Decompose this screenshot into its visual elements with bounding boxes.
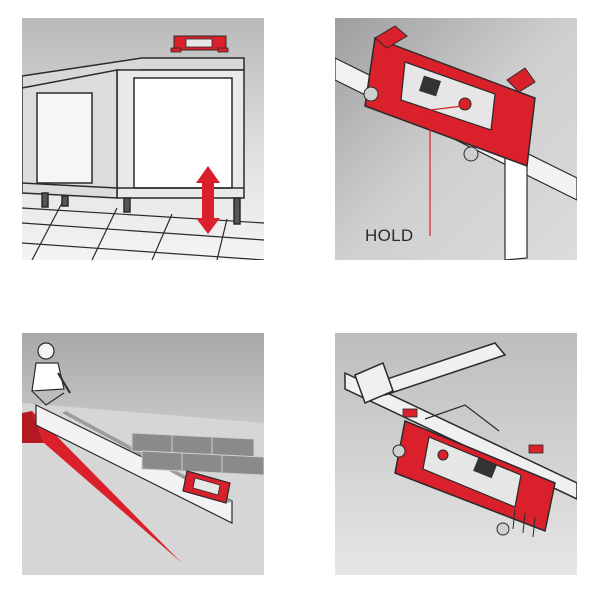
level-device xyxy=(363,25,536,168)
pipe-illustration xyxy=(335,333,577,575)
panel-floor-tiling xyxy=(22,333,264,575)
hold-button-icon xyxy=(458,97,472,111)
cabinet-frame xyxy=(22,57,245,225)
hold-label: HOLD xyxy=(365,226,414,245)
floor-grid xyxy=(22,202,264,260)
level-device xyxy=(392,404,556,538)
cabinet-illustration xyxy=(22,18,264,260)
tiles xyxy=(131,432,264,476)
clip-icon xyxy=(528,444,544,454)
level-device-small xyxy=(170,35,229,53)
tiling-illustration xyxy=(22,333,264,575)
height-adjust-arrow-icon xyxy=(196,166,220,234)
clip-icon xyxy=(402,408,418,418)
panel-cabinet-leveling xyxy=(22,18,264,260)
worker-figure xyxy=(31,342,71,406)
panel-pipe-mounting xyxy=(335,333,577,575)
hold-illustration xyxy=(335,18,577,260)
panel-hold-detail: HOLD xyxy=(335,18,577,260)
level-device-small xyxy=(182,470,231,504)
